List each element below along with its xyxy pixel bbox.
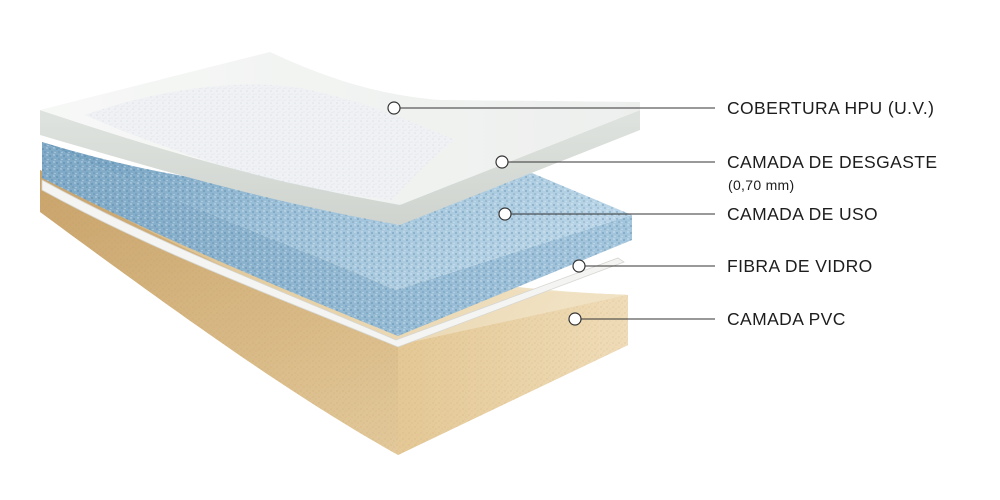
label-fibra: FIBRA DE VIDRO	[727, 256, 873, 276]
label-desgaste-thickness: (0,70 mm)	[728, 177, 795, 193]
leader-pvc	[568, 312, 715, 326]
label-uso: CAMADA DE USO	[727, 204, 879, 224]
leader-uso	[498, 207, 715, 221]
marker-desgaste	[495, 155, 509, 169]
marker-fibra	[572, 259, 586, 273]
leader-desgaste	[495, 155, 715, 169]
marker-pvc	[568, 312, 582, 326]
hpu-layer	[40, 52, 640, 225]
marker-uso	[498, 207, 512, 221]
leader-hpu	[387, 101, 715, 115]
label-desgaste: CAMADA DE DESGASTE	[727, 152, 938, 172]
marker-hpu	[387, 101, 401, 115]
leader-fibra	[572, 259, 715, 273]
label-pvc: CAMADA PVC	[727, 309, 846, 329]
label-hpu: COBERTURA HPU (U.V.)	[727, 98, 935, 118]
fibra-layer	[41, 179, 625, 348]
